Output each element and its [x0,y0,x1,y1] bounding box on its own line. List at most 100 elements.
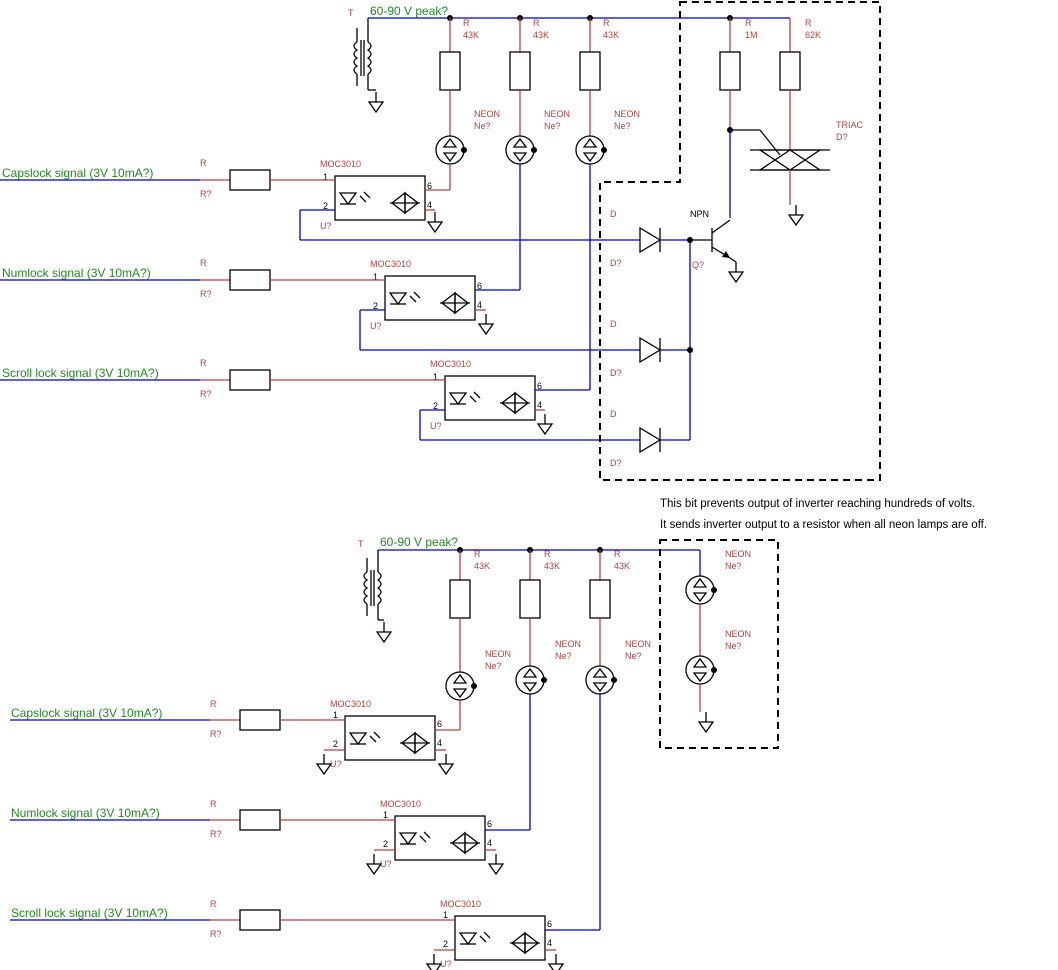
svg-text:1: 1 [443,910,448,920]
svg-text:U?: U? [370,321,382,331]
svg-text:43K: 43K [544,561,560,571]
svg-text:R: R [614,549,621,559]
signal-scrolllock-top: Scroll lock signal (3V 10mA?) RR? [0,358,445,399]
svg-text:R: R [210,699,217,709]
svg-text:43K: 43K [603,30,619,40]
svg-text:2: 2 [433,401,438,411]
svg-text:43K: 43K [533,30,549,40]
svg-text:D?: D? [610,258,622,268]
svg-text:Scroll lock signal (3V 10mA?): Scroll lock signal (3V 10mA?) [11,906,168,920]
svg-text:Ne?: Ne? [474,121,491,131]
svg-text:MOC3010: MOC3010 [380,799,421,809]
svg-text:62K: 62K [805,30,821,40]
svg-text:U?: U? [440,959,452,969]
svg-text:D: D [610,209,617,219]
svg-text:U?: U? [430,421,442,431]
svg-text:R: R [544,549,551,559]
resistor-43k-1: R 43K [439,18,479,136]
svg-text:2: 2 [383,839,388,849]
svg-text:1: 1 [433,372,438,382]
svg-text:R: R [474,549,481,559]
resistor-62k: R 62K [779,18,821,150]
svg-text:R: R [200,158,207,168]
diode-1: D D? [610,209,690,268]
svg-text:R: R [463,18,470,28]
svg-text:1M: 1M [745,30,758,40]
svg-text:Ne?: Ne? [725,561,742,571]
svg-text:4: 4 [547,938,552,948]
svg-text:4: 4 [427,200,432,210]
supply-label: 60-90 V peak? [370,4,448,18]
svg-text:6: 6 [547,919,552,929]
svg-text:NEON: NEON [485,649,511,659]
svg-text:4: 4 [487,838,492,848]
opto-1: MOC3010 12 64 U? [320,159,450,233]
svg-text:Numlock signal (3V 10mA?): Numlock signal (3V 10mA?) [2,266,151,280]
signal-capslock-bottom: Capslock signal (3V 10mA?) RR? [10,699,345,739]
svg-text:R?: R? [210,829,222,839]
svg-text:MOC3010: MOC3010 [370,259,411,269]
svg-text:D: D [610,319,617,329]
svg-text:T: T [358,539,364,549]
svg-text:Capslock signal (3V 10mA?): Capslock signal (3V 10mA?) [2,166,153,180]
note-line-2: It sends inverter output to a resistor w… [660,519,987,531]
svg-text:R?: R? [210,929,222,939]
svg-text:U?: U? [380,859,392,869]
svg-text:1: 1 [373,272,378,282]
svg-text:Numlock signal (3V 10mA?): Numlock signal (3V 10mA?) [11,806,160,820]
resistor-43k-b2: R 43K [519,549,560,666]
svg-text:R: R [210,799,217,809]
resistor-1m: R1M [719,18,758,130]
svg-text:2: 2 [373,301,378,311]
svg-text:1: 1 [333,710,338,720]
neon-lamp-b1 [445,671,478,730]
opto-b1: MOC3010 12 64 U? [316,699,460,775]
svg-text:D?: D? [610,458,622,468]
signal-numlock-bottom: Numlock signal (3V 10mA?) R R? [10,799,395,839]
svg-text:1: 1 [383,810,388,820]
transformer-ref: T [348,8,354,18]
svg-text:NEON: NEON [625,639,651,649]
svg-text:R: R [200,358,207,368]
svg-text:4: 4 [477,300,482,310]
transformer-top: T [348,8,384,113]
svg-text:R: R [603,18,610,28]
signal-scrolllock-bottom: Scroll lock signal (3V 10mA?) RR? [10,899,455,939]
svg-text:NEON: NEON [555,639,581,649]
svg-text:2: 2 [323,201,328,211]
svg-text:NEON: NEON [544,109,570,119]
svg-text:2: 2 [443,939,448,949]
signal-numlock-top: Numlock signal (3V 10mA?) RR? [0,258,385,299]
note-line-1: This bit prevents output of inverter rea… [660,498,975,510]
resistor-43k-3: R 43K [579,18,619,136]
svg-text:43K: 43K [463,30,479,40]
svg-text:R: R [805,18,812,28]
npn-transistor: NPN Q? [690,209,744,283]
protection-region-top [599,1,881,481]
svg-text:NEON: NEON [725,549,751,559]
opto-b3: MOC3010 12 64 U? [426,899,600,970]
svg-text:1: 1 [323,172,328,182]
svg-text:Ne?: Ne? [614,121,631,131]
svg-text:6: 6 [437,719,442,729]
transformer-bottom: T [358,539,392,643]
svg-text:Scroll lock signal (3V 10mA?): Scroll lock signal (3V 10mA?) [2,366,159,380]
svg-text:MOC3010: MOC3010 [430,359,471,369]
svg-text:R?: R? [210,729,222,739]
svg-text:6: 6 [427,181,432,191]
svg-text:MOC3010: MOC3010 [330,699,371,709]
opto-3: MOC3010 12 64 U? [430,359,590,435]
svg-text:NEON: NEON [474,109,500,119]
svg-text:6: 6 [537,381,542,391]
svg-text:R?: R? [200,189,212,199]
